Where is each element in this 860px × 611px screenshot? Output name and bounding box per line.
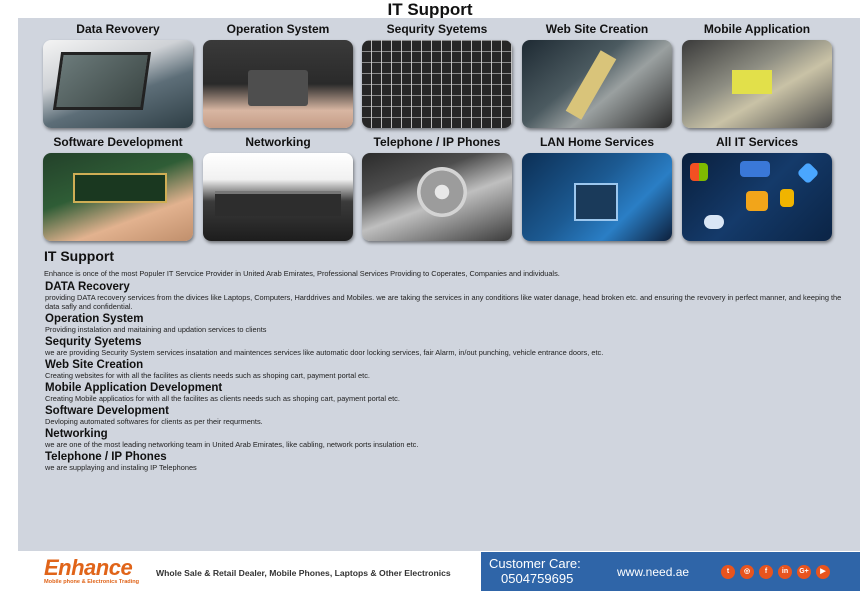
service-tile-mobile-application[interactable]: Mobile Application bbox=[681, 22, 833, 128]
facebook-icon[interactable]: f bbox=[759, 565, 773, 579]
hard-drive-photo bbox=[362, 153, 512, 241]
customer-care-phone[interactable]: 0504759695 bbox=[501, 571, 574, 586]
diamond-icon bbox=[796, 161, 820, 185]
social-links: t ◎ f in G+ ▶ bbox=[721, 565, 830, 579]
service-tile-data-recovery[interactable]: Data Revovery bbox=[42, 22, 194, 128]
google-plus-icon[interactable]: G+ bbox=[797, 565, 811, 579]
repair-tools-photo bbox=[522, 40, 672, 128]
instagram-icon[interactable]: ◎ bbox=[740, 565, 754, 579]
service-tile-label: Software Development bbox=[53, 135, 183, 149]
tech-icons-collage bbox=[682, 153, 832, 241]
service-description: Sequrity Syetems we are providing Securi… bbox=[44, 336, 844, 357]
it-support-description: IT Support Enhance is once of the most P… bbox=[44, 248, 844, 472]
service-desc: Devloping automated softwares for client… bbox=[45, 417, 263, 426]
ram-module-photo bbox=[43, 153, 193, 241]
network-ports-photo bbox=[203, 153, 353, 241]
intro-text: Enhance is once of the most Populer IT S… bbox=[44, 269, 560, 278]
cloud-icon bbox=[704, 215, 724, 229]
service-tile-label: Telephone / IP Phones bbox=[373, 135, 501, 149]
service-tile-label: Web Site Creation bbox=[545, 22, 649, 36]
js-icon bbox=[780, 189, 794, 207]
service-description: Mobile Application Development Creating … bbox=[44, 382, 844, 403]
youtube-icon[interactable]: ▶ bbox=[816, 565, 830, 579]
service-tile-label: Networking bbox=[245, 135, 311, 149]
website-link[interactable]: www.need.ae bbox=[617, 565, 690, 579]
keyboard-photo bbox=[362, 40, 512, 128]
enhance-logo[interactable]: Enhance Mobile phone & Electronics Tradi… bbox=[44, 557, 146, 586]
laptop-screen-photo bbox=[43, 40, 193, 128]
service-desc: providing DATA recovery services from th… bbox=[45, 293, 842, 311]
service-tile-web-site-creation[interactable]: Web Site Creation bbox=[521, 22, 673, 128]
twitter-icon[interactable]: t bbox=[721, 565, 735, 579]
service-tile-label: Data Revovery bbox=[76, 22, 160, 36]
customer-care-label: Customer Care: bbox=[489, 556, 581, 571]
footer: Enhance Mobile phone & Electronics Tradi… bbox=[18, 551, 860, 591]
brand-subtitle: Mobile phone & Electronics Trading bbox=[44, 579, 140, 585]
service-description: Networking we are one of the most leadin… bbox=[44, 428, 844, 449]
service-title: Telephone / IP Phones bbox=[45, 451, 167, 463]
linkedin-icon[interactable]: in bbox=[778, 565, 792, 579]
service-title: DATA Recovery bbox=[45, 281, 130, 293]
cloud-badge-icon bbox=[740, 161, 770, 177]
service-tile-label: Mobile Application bbox=[703, 22, 811, 36]
service-title: Software Development bbox=[45, 405, 169, 417]
circuit-board-photo bbox=[522, 153, 672, 241]
section-title: IT Support bbox=[44, 248, 114, 264]
service-description: Operation System Providing instalation a… bbox=[44, 313, 844, 334]
service-tile-label: LAN Home Services bbox=[539, 135, 655, 149]
service-description: Telephone / IP Phones we are supplaying … bbox=[44, 451, 844, 472]
service-desc: Providing instalation and maitaining and… bbox=[45, 325, 267, 334]
service-tile-all-it-services[interactable]: All IT Services bbox=[681, 135, 833, 241]
service-desc: we are providing Security System service… bbox=[45, 348, 604, 357]
service-description: Software Development Devloping automated… bbox=[44, 405, 844, 426]
page-title: IT Support bbox=[387, 0, 473, 19]
contact-bar: Customer Care: 0504759695 www.need.ae t … bbox=[481, 552, 860, 591]
brand-name: Enhance bbox=[44, 555, 133, 580]
service-tile-telephone-ip-phones[interactable]: Telephone / IP Phones bbox=[361, 135, 513, 241]
service-tile-label: Operation System bbox=[226, 22, 330, 36]
service-tile-operation-system[interactable]: Operation System bbox=[202, 22, 354, 128]
service-desc: we are supplaying and instaling IP Telep… bbox=[45, 463, 197, 472]
service-desc: we are one of the most leading networkin… bbox=[45, 440, 419, 449]
service-title: Networking bbox=[45, 428, 108, 440]
service-title: Mobile Application Development bbox=[45, 382, 223, 394]
chart-icon bbox=[746, 191, 768, 211]
windows-icon bbox=[690, 163, 708, 181]
service-tile-security-systems[interactable]: Sequrity Syetems bbox=[361, 22, 513, 128]
mobile-board-photo bbox=[682, 40, 832, 128]
services-grid: Data Revovery Operation System Sequrity … bbox=[42, 22, 834, 244]
service-tile-label: Sequrity Syetems bbox=[386, 22, 488, 36]
service-description: Web Site Creation Creating websites for … bbox=[44, 359, 844, 380]
service-desc: Creating websites for with all the facil… bbox=[45, 371, 370, 380]
service-tile-label: All IT Services bbox=[715, 135, 799, 149]
service-tile-networking[interactable]: Networking bbox=[202, 135, 354, 241]
service-title: Sequrity Syetems bbox=[45, 336, 142, 348]
service-description: DATA Recovery providing DATA recovery se… bbox=[44, 281, 844, 311]
service-tile-software-development[interactable]: Software Development bbox=[42, 135, 194, 241]
touchpad-photo bbox=[203, 40, 353, 128]
service-title: Operation System bbox=[45, 313, 144, 325]
tagline: Whole Sale & Retail Dealer, Mobile Phone… bbox=[156, 568, 451, 578]
service-tile-lan-home-services[interactable]: LAN Home Services bbox=[521, 135, 673, 241]
service-desc: Creating Mobile applicatios for with all… bbox=[45, 394, 400, 403]
service-title: Web Site Creation bbox=[45, 359, 144, 371]
